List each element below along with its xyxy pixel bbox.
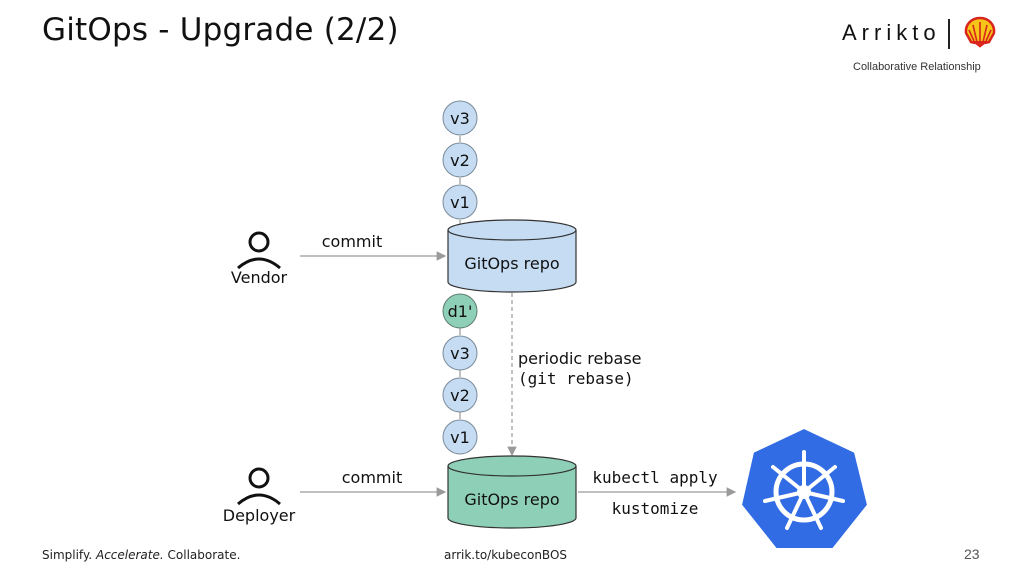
slide-title: GitOps - Upgrade (2/2) (42, 12, 399, 48)
slogan-part: Simplify. (42, 548, 93, 562)
version-node: v2 (442, 377, 478, 413)
slogan-part: Accelerate. (95, 548, 164, 562)
vendor-label: Vendor (231, 268, 288, 287)
kustomize-label: kustomize (612, 499, 699, 518)
version-node: v3 (442, 100, 478, 136)
shell-logo-icon (964, 16, 996, 48)
commit-label: commit (322, 232, 382, 251)
tagline: Collaborative Relationship (853, 61, 981, 73)
version-node-label: v3 (450, 344, 470, 363)
deployer-label: Deployer (223, 506, 296, 525)
arrikto-logo: Arrikto (842, 20, 941, 45)
kubectl-apply-label: kubectl apply (592, 468, 718, 487)
footer-slogan: Simplify. Accelerate. Collaborate. (42, 548, 240, 562)
version-node-label: v3 (450, 109, 470, 128)
version-node-label: v2 (450, 386, 470, 405)
version-node-label: v1 (450, 428, 470, 447)
version-node: v3 (442, 335, 478, 371)
version-node-label: d1' (448, 302, 473, 321)
kubernetes-icon (739, 426, 870, 550)
page-number: 23 (964, 546, 980, 562)
version-node-label: v1 (450, 193, 470, 212)
version-node: v2 (442, 142, 478, 178)
deployer-person-icon (237, 467, 281, 506)
commit-label: commit (342, 468, 402, 487)
deployer-commit-node: d1' (442, 293, 478, 329)
gitops-repo-vendor: GitOps repo (447, 219, 577, 293)
logo-divider (948, 19, 950, 49)
rebase-label: periodic rebase (518, 349, 642, 368)
version-node: v1 (442, 419, 478, 455)
rebase-command: (git rebase) (518, 369, 634, 388)
gitops-repo-deployer: GitOps repo (447, 455, 577, 529)
footer-url[interactable]: arrik.to/kubeconBOS (444, 548, 568, 562)
version-node: v1 (442, 184, 478, 220)
repo-label: GitOps repo (464, 254, 559, 273)
repo-label: GitOps repo (464, 490, 559, 509)
slogan-part: Collaborate. (167, 548, 241, 562)
vendor-person-icon (237, 231, 281, 270)
version-node-label: v2 (450, 151, 470, 170)
